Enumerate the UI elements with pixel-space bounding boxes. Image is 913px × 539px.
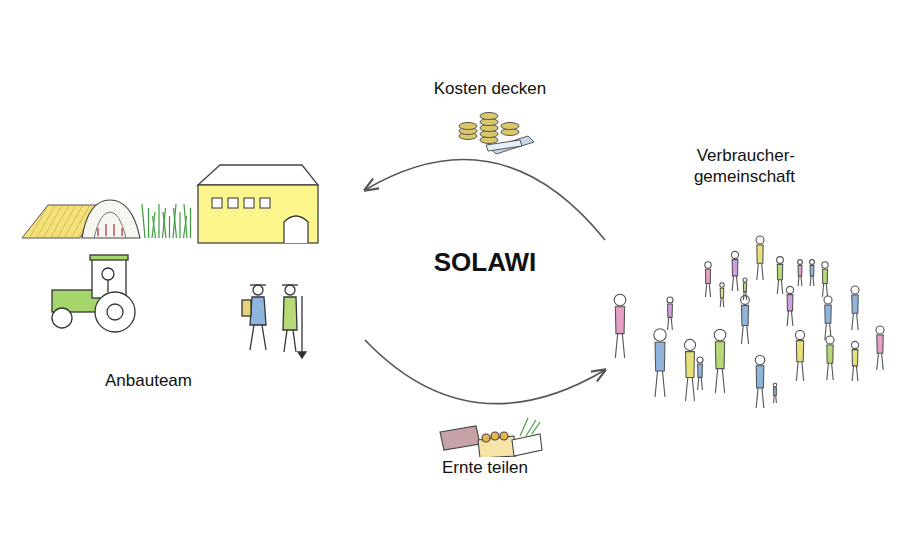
coins <box>459 113 534 155</box>
flow-arrow <box>365 340 605 404</box>
group-label: Anbauteam <box>105 370 192 391</box>
vegetable-crates <box>440 418 542 458</box>
farmers <box>242 285 306 358</box>
consumer-group-box: Verbraucher- gemeinschaft <box>605 145 900 390</box>
tractor <box>52 255 135 332</box>
edge-label: Kosten decken <box>432 78 548 99</box>
fields <box>22 200 191 238</box>
farm-house <box>198 165 318 243</box>
group-label: Verbraucher- gemeinschaft <box>675 145 795 187</box>
farm-team-group: Anbauteam <box>15 170 365 395</box>
center-title: SOLAWI <box>432 247 539 277</box>
flow-arrow <box>365 160 605 240</box>
edge-label: Ernte teilen <box>440 457 530 478</box>
consumer-group <box>614 236 884 408</box>
